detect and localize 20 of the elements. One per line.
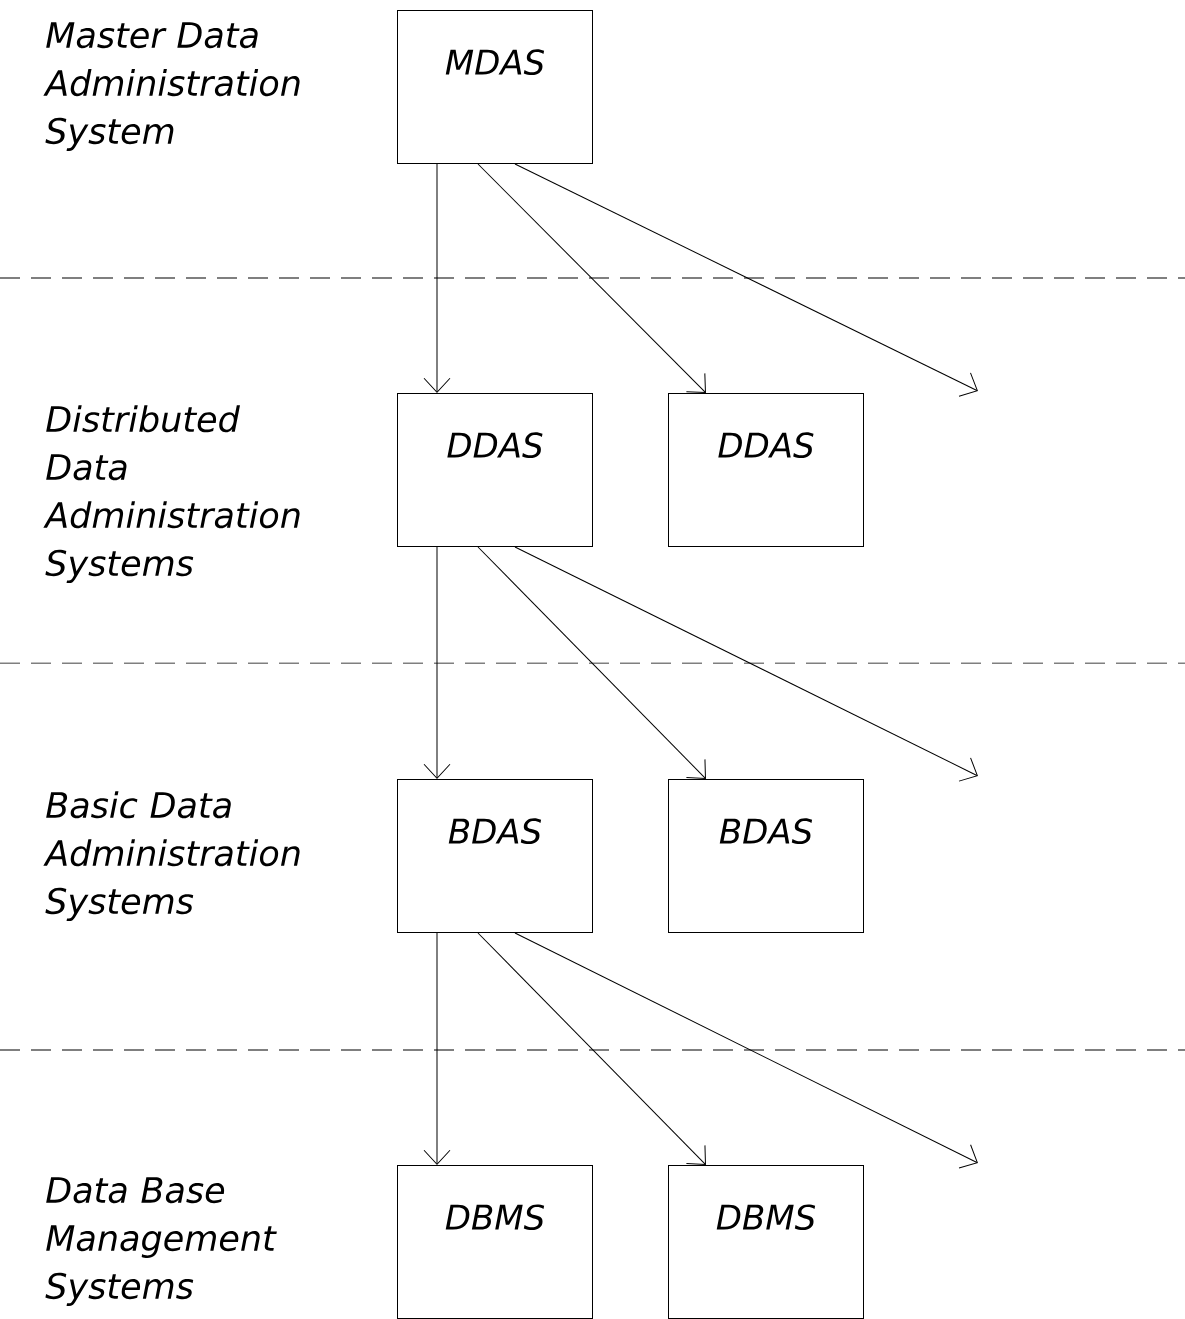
arrow [514,932,978,1169]
level-label: Master Data Administration System [43,22,300,151]
arrow [423,163,451,393]
level-label: Data Base Management Systems [45,1177,277,1306]
arrow [477,932,706,1165]
arrow [477,163,706,393]
arrow [514,546,978,782]
process-box: DDAS [668,393,864,547]
process-box: MDAS [397,10,593,164]
process-box: DBMS [397,1165,593,1319]
arrow [423,546,451,779]
arrow [514,163,978,397]
level-label: Distributed Data Administration Systems [43,405,300,584]
level-label: Basic Data Administration Systems [43,791,300,922]
process-box: DBMS [668,1165,864,1319]
process-box: DDAS [397,393,593,547]
process-box: BDAS [668,779,864,933]
process-box: BDAS [397,779,593,933]
arrow [477,546,706,779]
arrow [423,932,451,1165]
